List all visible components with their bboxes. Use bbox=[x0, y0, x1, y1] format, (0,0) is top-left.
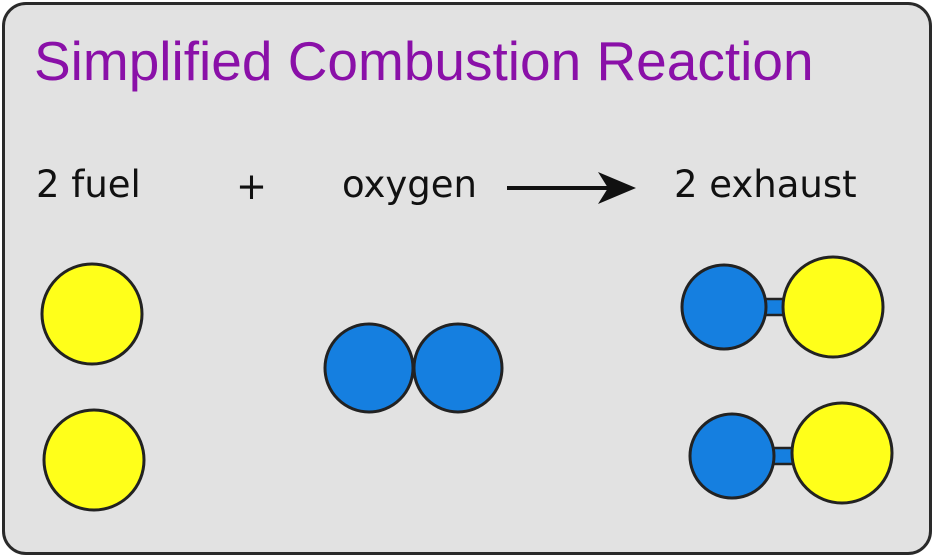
oxygen-atom bbox=[323, 322, 415, 414]
oxygen-atom bbox=[412, 322, 504, 414]
fuel-atom bbox=[790, 401, 894, 505]
exhaust-molecule bbox=[680, 255, 885, 359]
fuel-atom bbox=[42, 408, 146, 512]
oxygen-atom bbox=[680, 263, 768, 351]
fuel-atom bbox=[40, 262, 144, 366]
reactant-oxygen-label: oxygen bbox=[342, 163, 477, 206]
diagram-title: Simplified Combustion Reaction bbox=[34, 30, 814, 92]
fuel-atom bbox=[781, 255, 885, 359]
product-exhaust-label: 2 exhaust bbox=[674, 163, 857, 206]
reaction-arrow-icon bbox=[507, 172, 636, 204]
oxygen-molecule bbox=[323, 322, 504, 414]
reactant-fuel-label: 2 fuel bbox=[36, 163, 141, 206]
plus-sign: + bbox=[236, 165, 268, 208]
oxygen-atom bbox=[688, 412, 776, 500]
exhaust-molecule bbox=[688, 401, 894, 505]
